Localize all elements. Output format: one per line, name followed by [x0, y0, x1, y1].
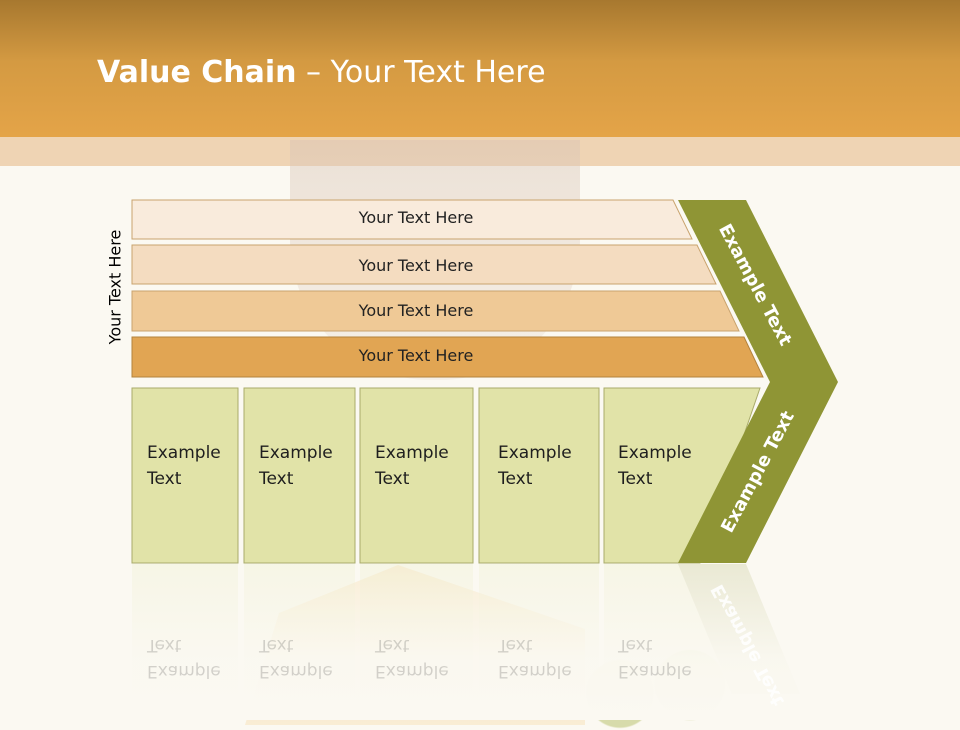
title-rest: – Your Text Here [296, 55, 546, 90]
bar-1 [131, 199, 693, 240]
cell-2-reflection: Example Text [259, 632, 359, 684]
cell-4-reflection-line2: Text [498, 635, 533, 655]
bar-3-label: Your Text Here [358, 301, 474, 320]
side-label: Your Text Here [105, 229, 125, 345]
cell-3-reflection-line1: Example [375, 661, 449, 681]
cell-4 [478, 387, 600, 564]
cell-3-line1: Example [375, 443, 449, 463]
cell-3 [359, 387, 474, 564]
cell-4-reflection-line1: Example [498, 661, 572, 681]
cell-4-line1: Example [498, 443, 572, 463]
cell-1 [131, 387, 239, 564]
header-band [0, 137, 960, 166]
cell-2 [243, 387, 356, 564]
bar-2 [131, 244, 717, 285]
bar-4-label: Your Text Here [358, 346, 474, 365]
cell-3-reflection-line2: Text [375, 635, 410, 655]
reflection-fade [120, 564, 840, 720]
cell-5-reflection: Example Text [618, 632, 718, 684]
cell-3-reflection: Example Text [375, 632, 475, 684]
cell-3-line2: Text [375, 469, 410, 489]
cell-1-line2: Text [147, 469, 182, 489]
bar-1-label: Your Text Here [358, 208, 474, 227]
cell-1-reflection-line1: Example [147, 661, 221, 681]
cell-5-reflection-line2: Text [618, 635, 653, 655]
chevron-arrow [678, 200, 838, 563]
cell-1-reflection-line2: Text [147, 635, 182, 655]
title-bold: Value Chain [97, 55, 297, 90]
cell-2-line1: Example [259, 443, 333, 463]
cell-2-reflection-line1: Example [259, 661, 333, 681]
bar-4 [131, 336, 764, 378]
cell-4-line2: Text [498, 469, 533, 489]
cell-1-reflection: Example Text [147, 632, 247, 684]
page-title: Value Chain – Your Text Here [97, 55, 546, 90]
cell-5-line1: Example [618, 443, 692, 463]
cell-5-line2: Text [618, 469, 653, 489]
cell-1-line1: Example [147, 443, 221, 463]
cell-2-reflection-line2: Text [259, 635, 294, 655]
cell-4-reflection: Example Text [498, 632, 598, 684]
bar-2-label: Your Text Here [358, 256, 474, 275]
cell-2-line2: Text [259, 469, 294, 489]
cell-5-reflection-line1: Example [618, 661, 692, 681]
bar-3 [131, 290, 740, 332]
header-bar [0, 0, 960, 137]
